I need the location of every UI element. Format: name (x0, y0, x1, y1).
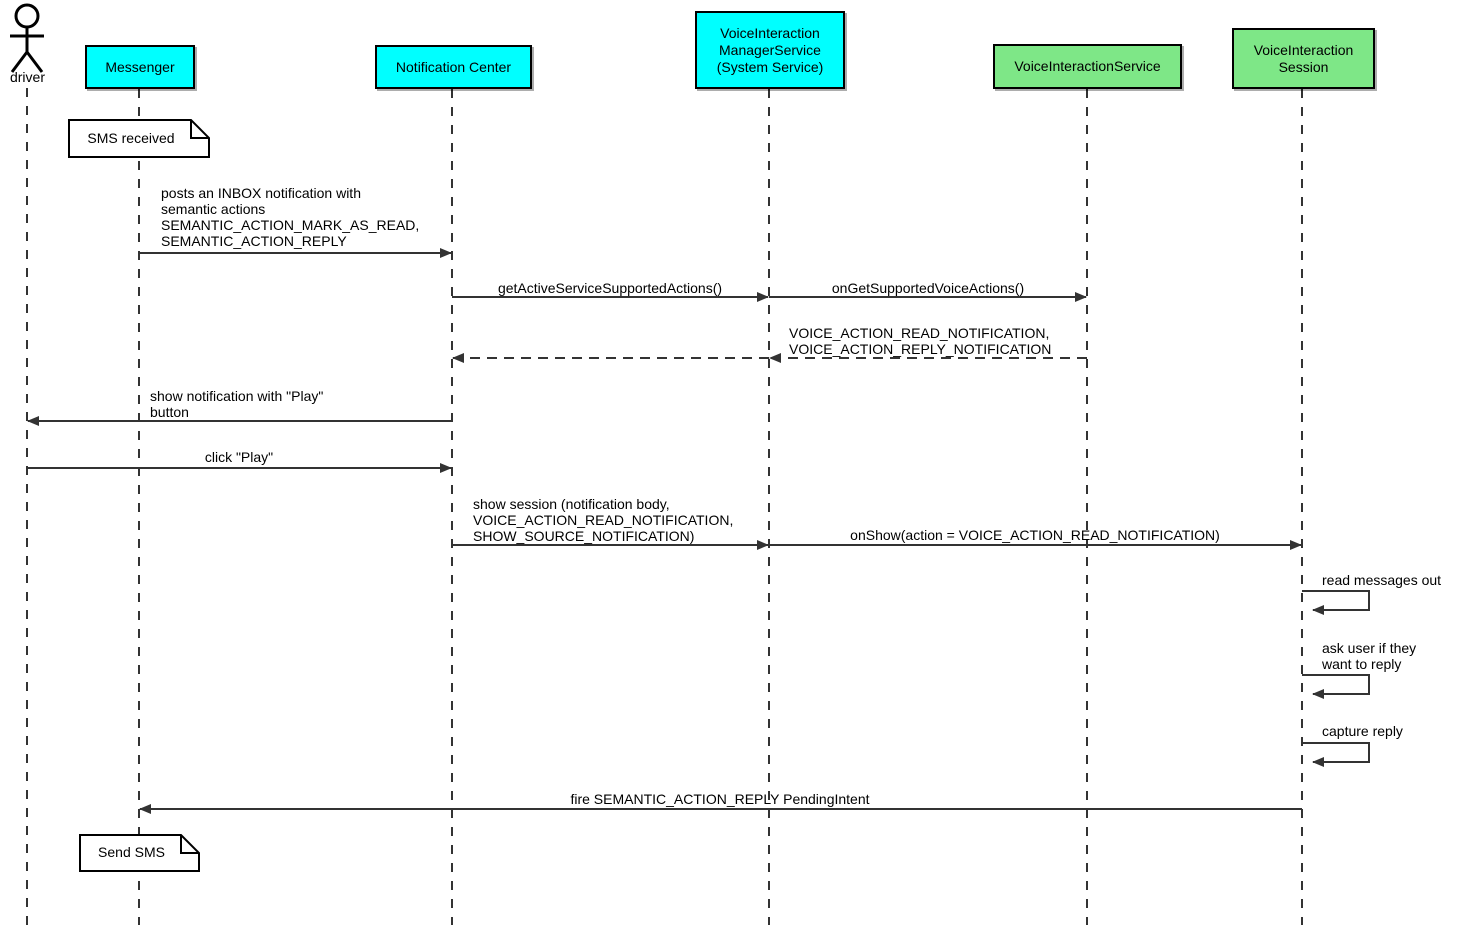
note-sms-received-shape (68, 119, 210, 158)
self-capture-reply-arrow (1302, 742, 1370, 767)
msg-click-play-label: click "Play" (204, 449, 274, 465)
participant-label: Notification Center (395, 58, 512, 75)
notes-group (68, 119, 210, 872)
msg-show-notification-with-play-label: show notification with "Play" button (150, 388, 324, 420)
participant-label: Messenger (105, 58, 175, 75)
participant-voice-interaction-session[interactable]: VoiceInteraction Session (1232, 28, 1375, 89)
participant-voice-interaction-manager-service[interactable]: VoiceInteraction ManagerService (System … (695, 11, 845, 89)
self-messages-group (1302, 590, 1370, 767)
msg-on-get-supported-voice-actions-label: onGetSupportedVoiceActions() (831, 280, 1025, 296)
note-send-sms-fold-icon (180, 835, 199, 854)
self-ask-user-if-they-want-to-reply-arrow (1302, 674, 1370, 699)
lifelines-group (26, 88, 1303, 925)
msg-fire-semantic-action-reply-pending-intent-label: fire SEMANTIC_ACTION_REPLY PendingIntent (570, 791, 870, 807)
self-read-messages-out-label: read messages out (1322, 572, 1442, 588)
self-ask-user-if-they-want-to-reply-label: ask user if they want to reply (1322, 640, 1417, 672)
msg-return-voice-actions-label: VOICE_ACTION_READ_NOTIFICATION, VOICE_AC… (789, 325, 1052, 357)
msg-show-session-label: show session (notification body, VOICE_A… (473, 496, 734, 544)
note-sms-received-fold-icon (190, 120, 209, 139)
participant-label: VoiceInteraction ManagerService (System … (716, 24, 824, 75)
note-sms-received-label: SMS received (87, 129, 175, 146)
msg-on-show-label: onShow(action = VOICE_ACTION_READ_NOTIFI… (850, 527, 1220, 543)
self-capture-reply-label: capture reply (1322, 723, 1403, 739)
messages-group (27, 248, 1302, 814)
msg-post-inbox-notification-label: posts an INBOX notification with semanti… (161, 185, 420, 249)
participant-messenger[interactable]: Messenger (85, 45, 195, 89)
participant-voice-interaction-service[interactable]: VoiceInteractionService (993, 44, 1182, 89)
msg-get-active-service-supported-actions-label: getActiveServiceSupportedActions() (497, 280, 723, 296)
participant-label: VoiceInteraction Session (1253, 41, 1354, 75)
note-send-sms-shape (79, 834, 200, 872)
self-read-messages-out-arrow (1302, 590, 1370, 615)
actor-driver-icon (10, 3, 44, 73)
actor-driver-label: driver (9, 69, 45, 85)
participant-label: VoiceInteractionService (1014, 58, 1161, 74)
participant-notification-center[interactable]: Notification Center (375, 45, 532, 89)
note-send-sms-label: Send SMS (98, 844, 165, 860)
